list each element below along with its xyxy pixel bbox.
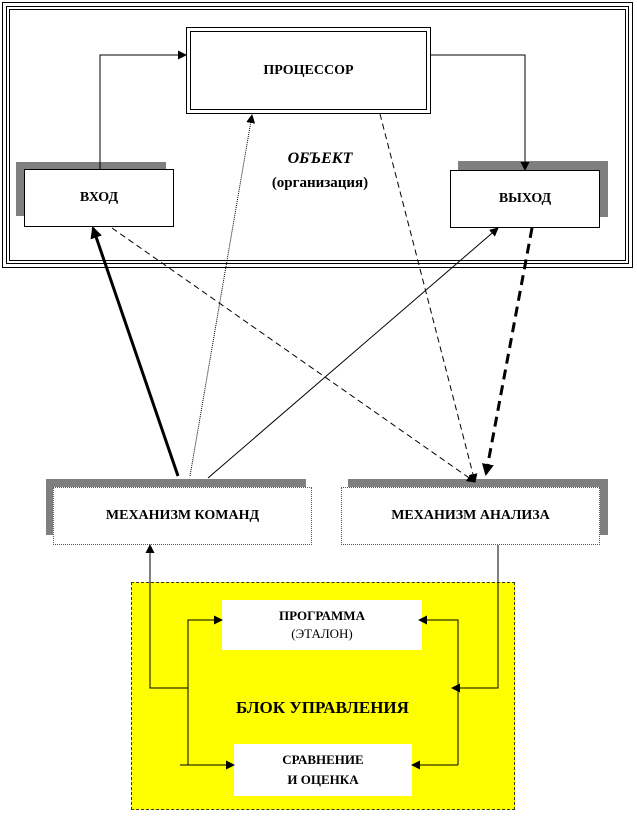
control-block-label: БЛОК УПРАВЛЕНИЯ (236, 698, 409, 717)
program-sublabel: (ЭТАЛОН) (291, 626, 353, 641)
arrow-processor-to-analysis (379, 113, 478, 483)
object-subtitle: (организация) (271, 175, 369, 191)
object-frame-inner (9, 9, 626, 261)
arrow-control-to-command (145, 544, 188, 689)
arrow-command-to-input (90, 226, 180, 477)
comparison-box: СРАВНЕНИЕ И ОЦЕНКА (234, 744, 412, 796)
command-mechanism-box: МЕХАНИЗМ КОМАНД (53, 487, 312, 545)
object-frame-outer (2, 2, 633, 268)
arrow-command-to-processor (189, 114, 256, 477)
arrow-input-to-analysis (111, 227, 476, 483)
analysis-mechanism-label: МЕХАНИЗМ АНАЛИЗА (391, 508, 550, 523)
object-title: ОБЪЕКТ (287, 150, 353, 167)
object-frame-middle (6, 6, 629, 264)
arrow-input-to-processor (99, 50, 187, 169)
arrow-processor-to-output (431, 54, 530, 171)
program-box: ПРОГРАММА (ЭТАЛОН) (222, 600, 422, 650)
arrow-output-to-analysis (481, 227, 534, 476)
arrow-analysis-to-control (451, 545, 499, 693)
analysis-mechanism-box: МЕХАНИЗМ АНАЛИЗА (341, 487, 600, 545)
arrow-left-to-program (187, 615, 223, 765)
comparison-label-line2: И ОЦЕНКА (287, 772, 359, 787)
command-mechanism-label: МЕХАНИЗМ КОМАНД (105, 508, 260, 523)
output-box: ВЫХОД (450, 170, 600, 228)
arrow-command-to-output (207, 227, 499, 479)
program-label: ПРОГРАММА (279, 608, 365, 623)
arrow-control-to-program (418, 615, 459, 765)
output-label: ВЫХОД (498, 191, 552, 206)
processor-box-inner: ПРОЦЕССОР (190, 31, 427, 110)
input-label: ВХОД (79, 190, 119, 205)
comparison-label-line1: СРАВНЕНИЕ (282, 752, 364, 767)
processor-label: ПРОЦЕССОР (263, 62, 354, 78)
